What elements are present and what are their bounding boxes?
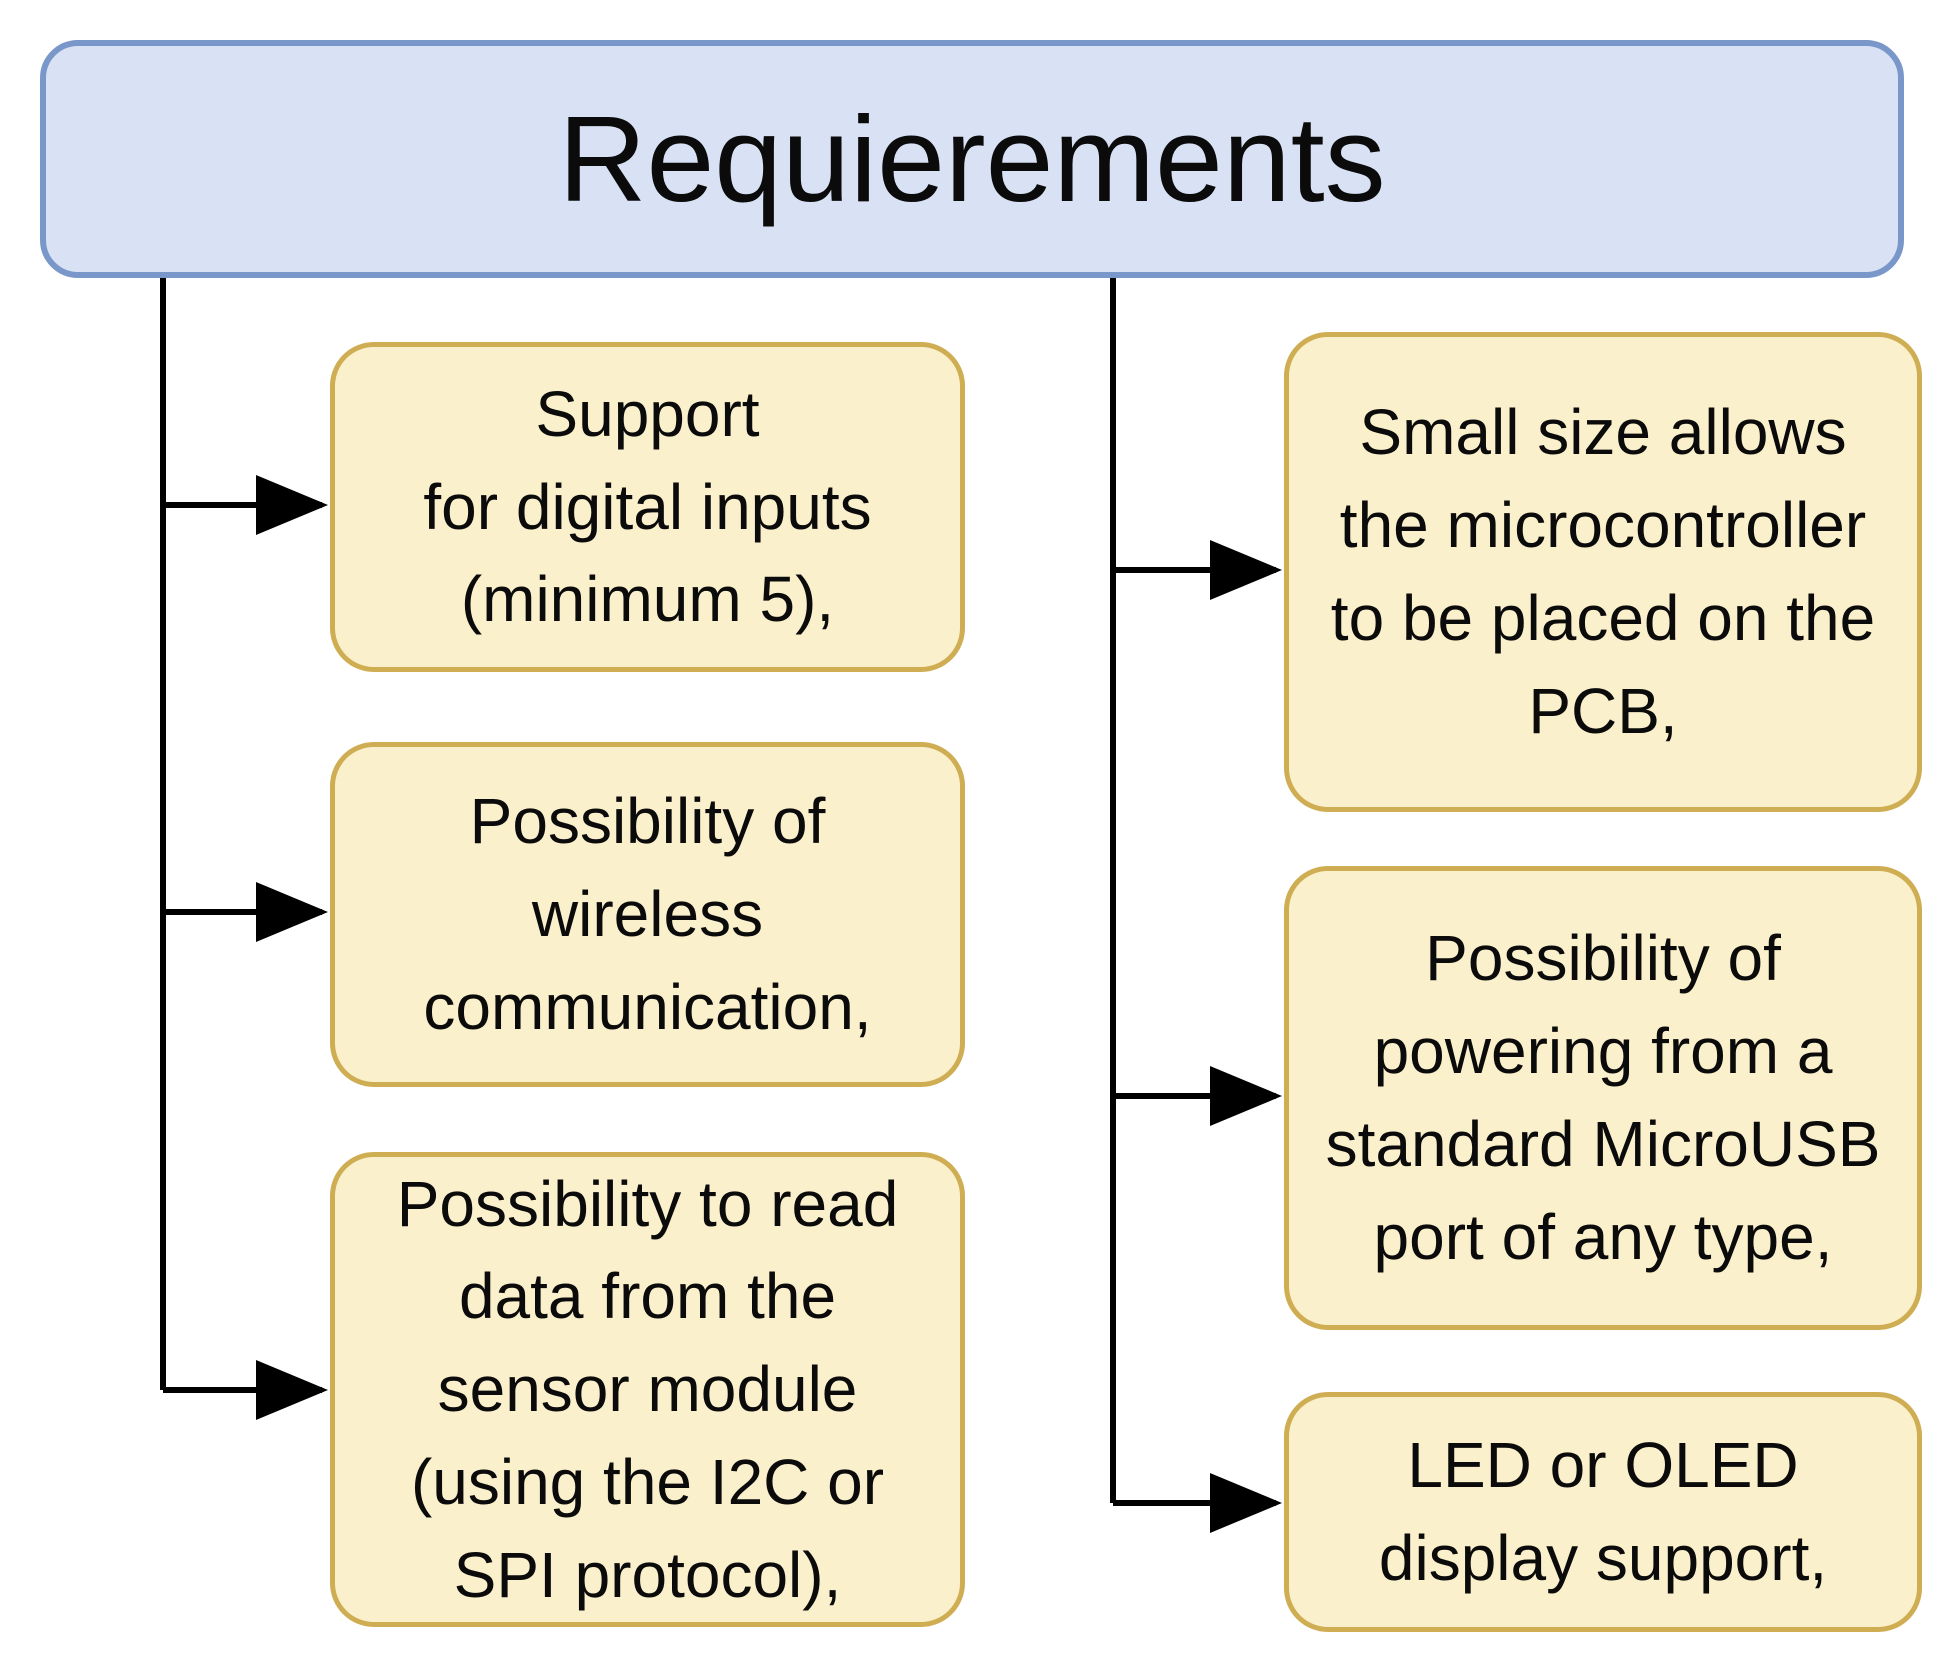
node-microusb-power: Possibility of powering from a standard …: [1284, 866, 1922, 1330]
node-display-support: LED or OLED display support,: [1284, 1392, 1922, 1632]
node-display-support-label: LED or OLED display support,: [1378, 1429, 1828, 1594]
node-small-size: Small size allows the microcontroller to…: [1284, 332, 1922, 812]
node-small-size-label: Small size allows the microcontroller to…: [1330, 396, 1876, 747]
node-microusb-power-label: Possibility of powering from a standard …: [1325, 922, 1881, 1273]
node-digital-inputs: Support for digital inputs (minimum 5),: [330, 342, 965, 672]
diagram-title: Requierements: [558, 91, 1386, 227]
node-wireless-communication-label: Possibility of wireless communication,: [423, 785, 872, 1043]
node-sensor-module-read: Possibility to read data from the sensor…: [330, 1152, 965, 1627]
node-sensor-module-read-label: Possibility to read data from the sensor…: [396, 1167, 899, 1611]
node-digital-inputs-label: Support for digital inputs (minimum 5),: [423, 377, 872, 636]
node-wireless-communication: Possibility of wireless communication,: [330, 742, 965, 1087]
header-requirements: Requierements: [40, 40, 1904, 278]
